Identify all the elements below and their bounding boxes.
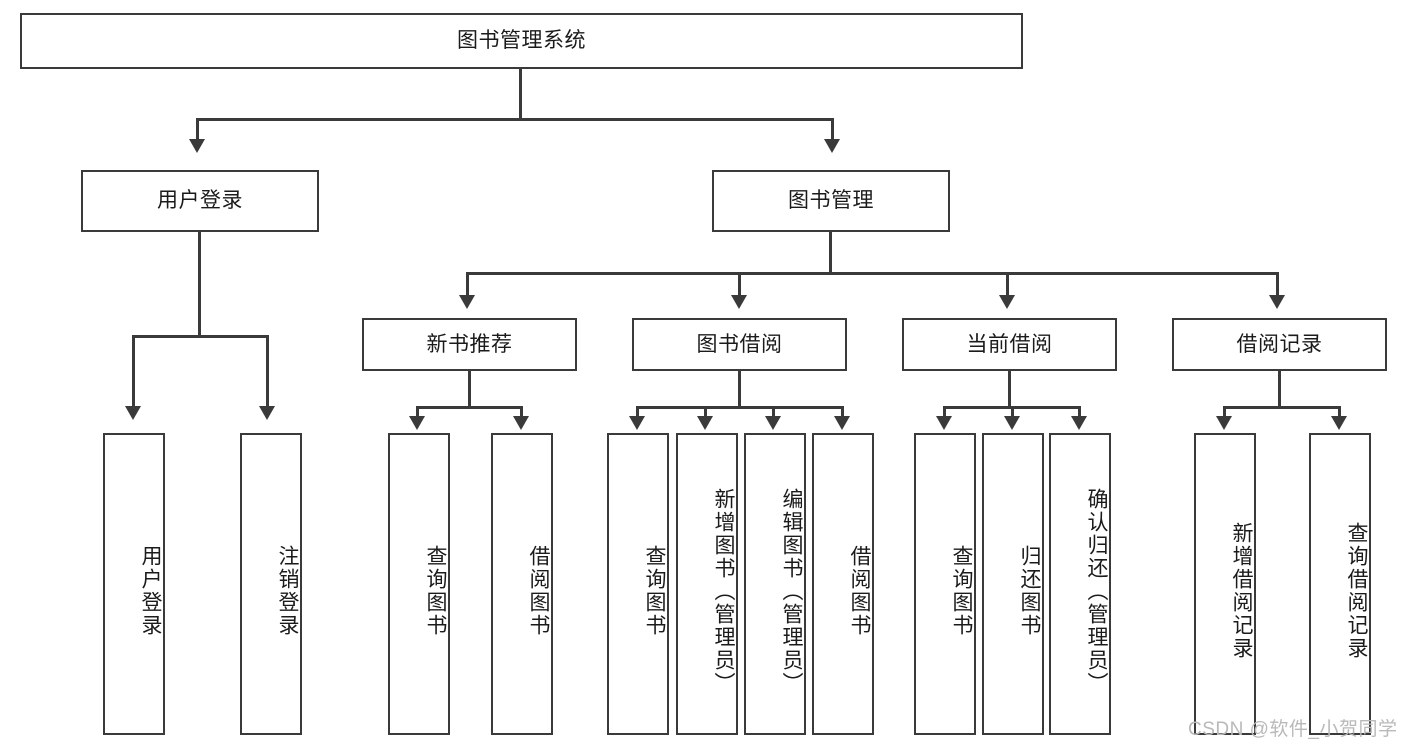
node-new-book-recommend-label: 新书推荐 [426, 332, 513, 356]
leaf-logout-label: 注销登录 [276, 545, 299, 637]
arrowhead-books-to-current [999, 295, 1015, 309]
connector-recommend-to-leaf2 [520, 406, 523, 418]
arrowhead-record-to-leaf1 [1216, 416, 1232, 430]
arrowhead-borrow-to-leaf3 [765, 416, 781, 430]
arrowhead-current-to-leaf2 [1004, 416, 1020, 430]
node-user-login-label: 用户登录 [157, 189, 243, 213]
leaf-add-book-admin-label: 新增图书（管理员） [712, 487, 735, 695]
leaf-edit-book-admin[interactable]: 编辑图书（管理员） [744, 433, 806, 735]
connector-books-to-record [1276, 272, 1279, 297]
node-root-label: 图书管理系统 [457, 29, 586, 53]
node-book-management-label: 图书管理 [788, 189, 874, 213]
leaf-borrow-book-label: 借阅图书 [848, 545, 871, 637]
leaf-edit-book-admin-label: 编辑图书（管理员） [780, 487, 803, 695]
csdn-watermark: CSDN @软件_小贺同学 [1188, 719, 1398, 740]
arrowhead-current-to-leaf1 [936, 416, 952, 430]
connector-current-to-leaf2 [1011, 406, 1014, 418]
node-root[interactable]: 图书管理系统 [20, 13, 1023, 69]
node-book-management[interactable]: 图书管理 [712, 170, 950, 232]
connector-books-to-new [466, 272, 469, 297]
leaf-add-borrow-record[interactable]: 新增借阅记录 [1194, 433, 1256, 735]
connector-borrow-bus [636, 406, 844, 409]
leaf-confirm-return-admin-label: 确认归还（管理员） [1085, 487, 1108, 695]
connector-record-to-leaf2 [1338, 406, 1341, 418]
arrowhead-borrow-to-leaf4 [834, 416, 850, 430]
leaf-user-login[interactable]: 用户登录 [103, 433, 165, 735]
connector-current-stem [1008, 371, 1011, 408]
leaf-confirm-return-admin[interactable]: 确认归还（管理员） [1049, 433, 1111, 735]
leaf-query-book-current[interactable]: 查询图书 [914, 433, 976, 735]
connector-books-stem [829, 232, 832, 274]
connector-recommend-stem [468, 371, 471, 408]
arrowhead-login-to-leaf2 [259, 406, 275, 420]
node-borrow-record-label: 借阅记录 [1236, 332, 1323, 356]
arrowhead-login-to-leaf1 [125, 406, 141, 420]
arrowhead-books-to-borrow [731, 295, 747, 309]
leaf-query-book-borrow[interactable]: 查询图书 [607, 433, 669, 735]
connector-login-stem [198, 232, 201, 335]
connector-borrow-to-leaf4 [841, 406, 844, 418]
leaf-logout[interactable]: 注销登录 [240, 433, 302, 735]
leaf-borrow-book-recommend[interactable]: 借阅图书 [491, 433, 553, 735]
connector-books-to-current [1006, 272, 1009, 297]
leaf-query-borrow-record[interactable]: 查询借阅记录 [1309, 433, 1371, 735]
node-book-borrow[interactable]: 图书借阅 [632, 318, 847, 371]
connector-login-bus [132, 335, 269, 338]
leaf-user-login-label: 用户登录 [139, 545, 162, 637]
connector-login-to-leaf1 [132, 335, 135, 408]
arrowhead-recommend-to-leaf1 [409, 416, 425, 430]
connector-borrow-to-leaf1 [636, 406, 639, 418]
connector-recommend-bus [416, 406, 523, 409]
leaf-borrow-book[interactable]: 借阅图书 [812, 433, 874, 735]
connector-borrow-to-leaf3 [772, 406, 775, 418]
node-user-login[interactable]: 用户登录 [81, 170, 319, 232]
node-new-book-recommend[interactable]: 新书推荐 [362, 318, 577, 371]
connector-root-stem [519, 69, 522, 118]
connector-root-to-books [831, 118, 834, 141]
arrowhead-borrow-to-leaf2 [697, 416, 713, 430]
leaf-query-book-current-label: 查询图书 [950, 545, 973, 637]
arrowhead-current-to-leaf3 [1071, 416, 1087, 430]
node-current-borrow-label: 当前借阅 [966, 332, 1053, 356]
connector-login-to-leaf2 [266, 335, 269, 408]
arrowhead-record-to-leaf2 [1331, 416, 1347, 430]
connector-current-to-leaf1 [943, 406, 946, 418]
connector-record-stem [1278, 371, 1281, 408]
arrowhead-books-to-new [459, 295, 475, 309]
connector-current-to-leaf3 [1078, 406, 1081, 418]
connector-record-to-leaf1 [1223, 406, 1226, 418]
leaf-query-book-borrow-label: 查询图书 [643, 545, 666, 637]
leaf-borrow-book-recommend-label: 借阅图书 [527, 545, 550, 637]
leaf-query-book-recommend-label: 查询图书 [424, 545, 447, 637]
leaf-query-book-recommend[interactable]: 查询图书 [388, 433, 450, 735]
leaf-return-book-label: 归还图书 [1018, 545, 1041, 637]
arrowhead-root-to-books [824, 139, 840, 153]
node-current-borrow[interactable]: 当前借阅 [902, 318, 1117, 371]
connector-borrow-stem [738, 371, 741, 408]
arrowhead-root-to-login [189, 139, 205, 153]
connector-recommend-to-leaf1 [416, 406, 419, 418]
arrowhead-books-to-record [1269, 295, 1285, 309]
connector-borrow-to-leaf2 [704, 406, 707, 418]
node-borrow-record[interactable]: 借阅记录 [1172, 318, 1387, 371]
connector-books-to-borrow [738, 272, 741, 297]
leaf-query-borrow-record-label: 查询借阅记录 [1345, 522, 1368, 660]
leaf-return-book[interactable]: 归还图书 [982, 433, 1044, 735]
leaf-add-book-admin[interactable]: 新增图书（管理员） [676, 433, 738, 735]
leaf-add-borrow-record-label: 新增借阅记录 [1230, 522, 1253, 660]
connector-record-bus [1223, 406, 1341, 409]
node-book-borrow-label: 图书借阅 [696, 332, 783, 356]
connector-books-bus [466, 272, 1278, 275]
connector-root-bus [196, 118, 834, 121]
arrowhead-recommend-to-leaf2 [513, 416, 529, 430]
arrowhead-borrow-to-leaf1 [629, 416, 645, 430]
connector-root-to-login [196, 118, 199, 141]
